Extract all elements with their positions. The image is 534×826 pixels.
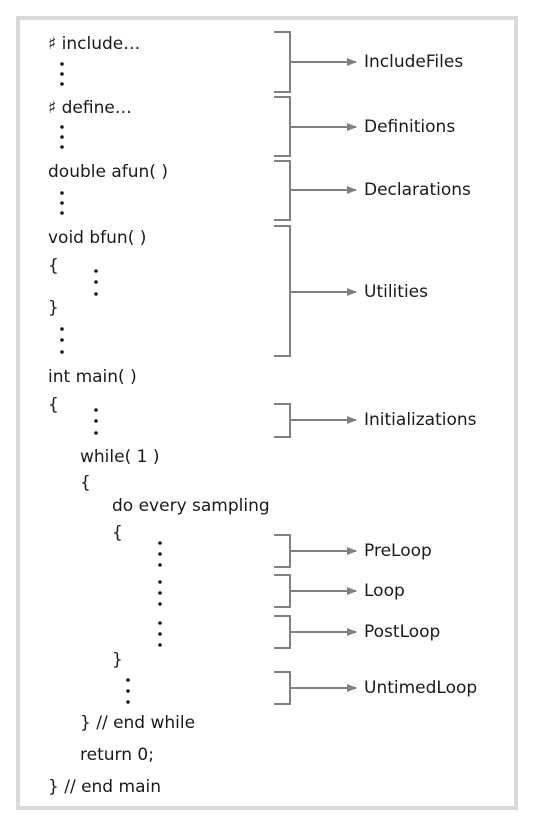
label-postloop: PostLoop [364,622,441,642]
code-while-open: { [80,473,91,493]
code-define: ♯ define… [48,98,132,118]
dot [94,280,98,284]
dot [158,602,162,606]
dot [60,211,64,215]
bracket-preloop [274,534,291,568]
label-declarations: Declarations [364,180,471,200]
code-afun: double afun( ) [48,162,168,182]
dot [158,632,162,636]
dot [60,72,64,76]
dot [60,125,64,129]
code-return: return 0; [80,745,154,765]
code-sampling: do every sampling [112,496,270,516]
label-utilities: Utilities [364,282,428,302]
dot [94,419,98,423]
dot [94,408,98,412]
dot [60,338,64,342]
dot [60,145,64,149]
bracket-utilities [274,225,291,357]
dot [158,541,162,545]
code-sampling-close: } [112,650,123,670]
code-main-open: { [48,395,59,415]
code-main: int main( ) [48,367,137,387]
dot [60,201,64,205]
bracket-initializations [274,403,291,438]
code-bfun: void bfun( ) [48,228,147,248]
dot [158,563,162,567]
bracket-loop [274,574,291,608]
bracket-declarations [274,160,291,221]
dot [94,269,98,273]
dot [158,621,162,625]
dot [60,327,64,331]
code-end-main: } // end main [48,777,161,797]
dot [158,591,162,595]
dot [158,552,162,556]
code-bfun-close: } [48,298,59,318]
code-include: ♯ include… [48,34,141,54]
label-definitions: Definitions [364,117,456,137]
dot [126,678,130,682]
dot [94,292,98,296]
dot [126,689,130,693]
code-bfun-open: { [48,256,59,276]
dot [60,82,64,86]
bracket-untimedloop [274,671,291,705]
label-untimedloop: UntimedLoop [364,678,478,698]
dot [60,191,64,195]
dot [60,350,64,354]
bracket-definitions [274,96,291,157]
label-preloop: PreLoop [364,541,432,561]
dot [158,643,162,647]
label-include-files: IncludeFiles [364,52,464,72]
code-while: while( 1 ) [80,447,160,467]
dot [60,135,64,139]
code-sampling-open: { [112,523,123,543]
bracket-include-files [274,31,291,93]
diagram-card [20,20,514,806]
bracket-postloop [274,615,291,649]
dot [94,431,98,435]
label-initializations: Initializations [364,410,477,430]
ellipsis-dots [60,62,162,704]
dot [158,580,162,584]
label-loop: Loop [364,581,405,601]
dot [60,62,64,66]
dot [126,700,130,704]
code-end-while: } // end while [80,713,196,733]
